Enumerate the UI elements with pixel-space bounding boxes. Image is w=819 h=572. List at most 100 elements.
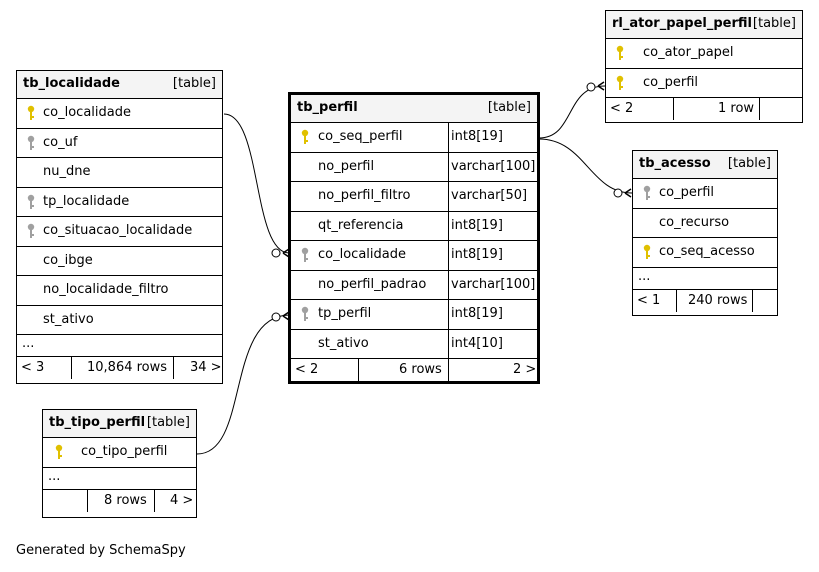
- generated-by-footer: Generated by SchemaSpy: [16, 543, 186, 558]
- column-row[interactable]: co_perfil: [606, 69, 802, 98]
- row-count: 1 row: [718, 101, 755, 116]
- column-row[interactable]: co_uf: [17, 129, 222, 158]
- row-count: 240 rows: [688, 292, 748, 308]
- more-columns: ...: [633, 268, 777, 290]
- table-kind: [table]: [487, 100, 531, 115]
- foreign-key-icon: [26, 194, 36, 210]
- primary-key-icon: [300, 129, 310, 145]
- primary-key-icon: [615, 45, 625, 61]
- column-row[interactable]: co_ator_papel: [606, 39, 802, 69]
- table-footer: < 3 10,864 rows 34 >: [17, 357, 222, 379]
- table-kind: [table]: [172, 76, 216, 91]
- parents-count[interactable]: < 2: [610, 101, 634, 116]
- edge-localidade: [223, 113, 290, 254]
- column-name: no_localidade_filtro: [43, 282, 169, 297]
- foreign-key-icon: [300, 306, 310, 322]
- column-row[interactable]: co_seq_perfil int8[19]: [291, 123, 537, 153]
- column-row[interactable]: co_situacao_localidade: [17, 217, 222, 247]
- column-type: int8[19]: [451, 129, 503, 144]
- column-name: no_perfil_filtro: [318, 188, 411, 203]
- column-row[interactable]: st_ativo int4[10]: [291, 329, 537, 359]
- parents-count[interactable]: < 2: [295, 362, 319, 377]
- column-row[interactable]: co_localidade: [17, 99, 222, 129]
- more-columns: ...: [43, 468, 196, 490]
- column-type: int8[19]: [451, 247, 503, 262]
- foreign-key-icon: [642, 185, 652, 201]
- column-row[interactable]: qt_referencia int8[19]: [291, 211, 537, 241]
- column-row[interactable]: co_localidade int8[19]: [291, 241, 537, 271]
- column-row[interactable]: no_perfil_filtro varchar[50]: [291, 182, 537, 212]
- more-columns: ...: [17, 335, 222, 357]
- table-name: rl_ator_papel_perfil: [612, 16, 752, 31]
- column-row[interactable]: no_localidade_filtro: [17, 276, 222, 306]
- column-row[interactable]: co_recurso: [633, 209, 777, 238]
- column-name: st_ativo: [43, 311, 94, 327]
- ellipsis: ...: [48, 468, 61, 484]
- edge-ator-papel: [538, 85, 606, 139]
- column-row[interactable]: nu_dne: [17, 158, 222, 188]
- edge-tipo-perfil: [196, 314, 290, 455]
- column-name: co_ator_papel: [643, 45, 734, 60]
- foreign-key-icon: [26, 223, 36, 239]
- table-tb-localidade[interactable]: tb_localidade [table] co_localidade co_u…: [16, 70, 223, 384]
- column-name: tp_perfil: [318, 306, 372, 321]
- column-row[interactable]: st_ativo: [17, 306, 222, 335]
- primary-key-icon: [26, 105, 36, 121]
- table-header: tb_acesso [table]: [633, 151, 777, 179]
- column-name: co_tipo_perfil: [81, 444, 168, 459]
- table-name: tb_localidade: [23, 76, 120, 91]
- column-type: varchar[100]: [451, 276, 536, 292]
- table-kind: [table]: [146, 415, 190, 430]
- table-header: rl_ator_papel_perfil [table]: [606, 11, 802, 39]
- table-rl-ator-papel-perfil[interactable]: rl_ator_papel_perfil [table] co_ator_pap…: [605, 10, 803, 123]
- column-name: st_ativo: [318, 335, 369, 351]
- column-type: int8[19]: [451, 217, 503, 233]
- column-name: co_perfil: [659, 185, 714, 200]
- column-row[interactable]: co_perfil: [633, 179, 777, 209]
- children-count[interactable]: 4 >: [170, 492, 194, 508]
- primary-key-icon: [615, 75, 625, 91]
- column-row[interactable]: co_tipo_perfil: [43, 438, 196, 468]
- column-name: co_ibge: [43, 252, 93, 268]
- column-name: co_seq_acesso: [659, 244, 755, 259]
- column-row[interactable]: co_seq_acesso: [633, 238, 777, 268]
- edge-acesso: [538, 138, 633, 194]
- column-row[interactable]: co_ibge: [17, 247, 222, 276]
- parents-count[interactable]: < 1: [637, 292, 661, 308]
- column-type: varchar[50]: [451, 188, 528, 203]
- column-row[interactable]: no_perfil_padrao varchar[100]: [291, 270, 537, 300]
- column-row[interactable]: tp_perfil int8[19]: [291, 300, 537, 330]
- table-tb-acesso[interactable]: tb_acesso [table] co_perfil co_recurso c…: [632, 150, 778, 316]
- foreign-key-icon: [300, 247, 310, 263]
- table-tb-tipo-perfil[interactable]: tb_tipo_perfil [table] co_tipo_perfil ..…: [42, 409, 197, 518]
- column-name: qt_referencia: [318, 217, 404, 233]
- table-header: tb_localidade [table]: [17, 71, 222, 99]
- table-name: tb_perfil: [297, 100, 358, 115]
- table-kind: [table]: [727, 156, 771, 171]
- column-name: co_localidade: [43, 105, 131, 120]
- column-name: co_localidade: [318, 247, 406, 262]
- column-row[interactable]: tp_localidade: [17, 188, 222, 217]
- ellipsis: ...: [638, 268, 651, 284]
- column-name: tp_localidade: [43, 193, 130, 209]
- primary-key-icon: [642, 244, 652, 260]
- column-name: co_situacao_localidade: [43, 223, 193, 238]
- column-type: int4[10]: [451, 335, 503, 351]
- foreign-key-icon: [26, 135, 36, 151]
- table-name: tb_tipo_perfil: [49, 415, 146, 430]
- table-footer: 8 rows 4 >: [43, 489, 196, 512]
- table-header: tb_tipo_perfil [table]: [43, 410, 196, 438]
- table-tb-perfil[interactable]: tb_perfil [table] co_seq_perfil int8[19]…: [288, 92, 540, 384]
- table-name: tb_acesso: [639, 156, 711, 171]
- column-name: co_recurso: [659, 214, 730, 230]
- table-header: tb_perfil [table]: [291, 95, 537, 123]
- column-name: nu_dne: [43, 164, 91, 179]
- column-row[interactable]: no_perfil varchar[100]: [291, 152, 537, 182]
- column-type: varchar[100]: [451, 158, 536, 174]
- ellipsis: ...: [22, 336, 35, 351]
- column-name: no_perfil: [318, 158, 375, 174]
- parents-count[interactable]: < 3: [21, 360, 45, 375]
- children-count[interactable]: 2 >: [513, 362, 537, 377]
- children-count[interactable]: 34 >: [190, 360, 222, 375]
